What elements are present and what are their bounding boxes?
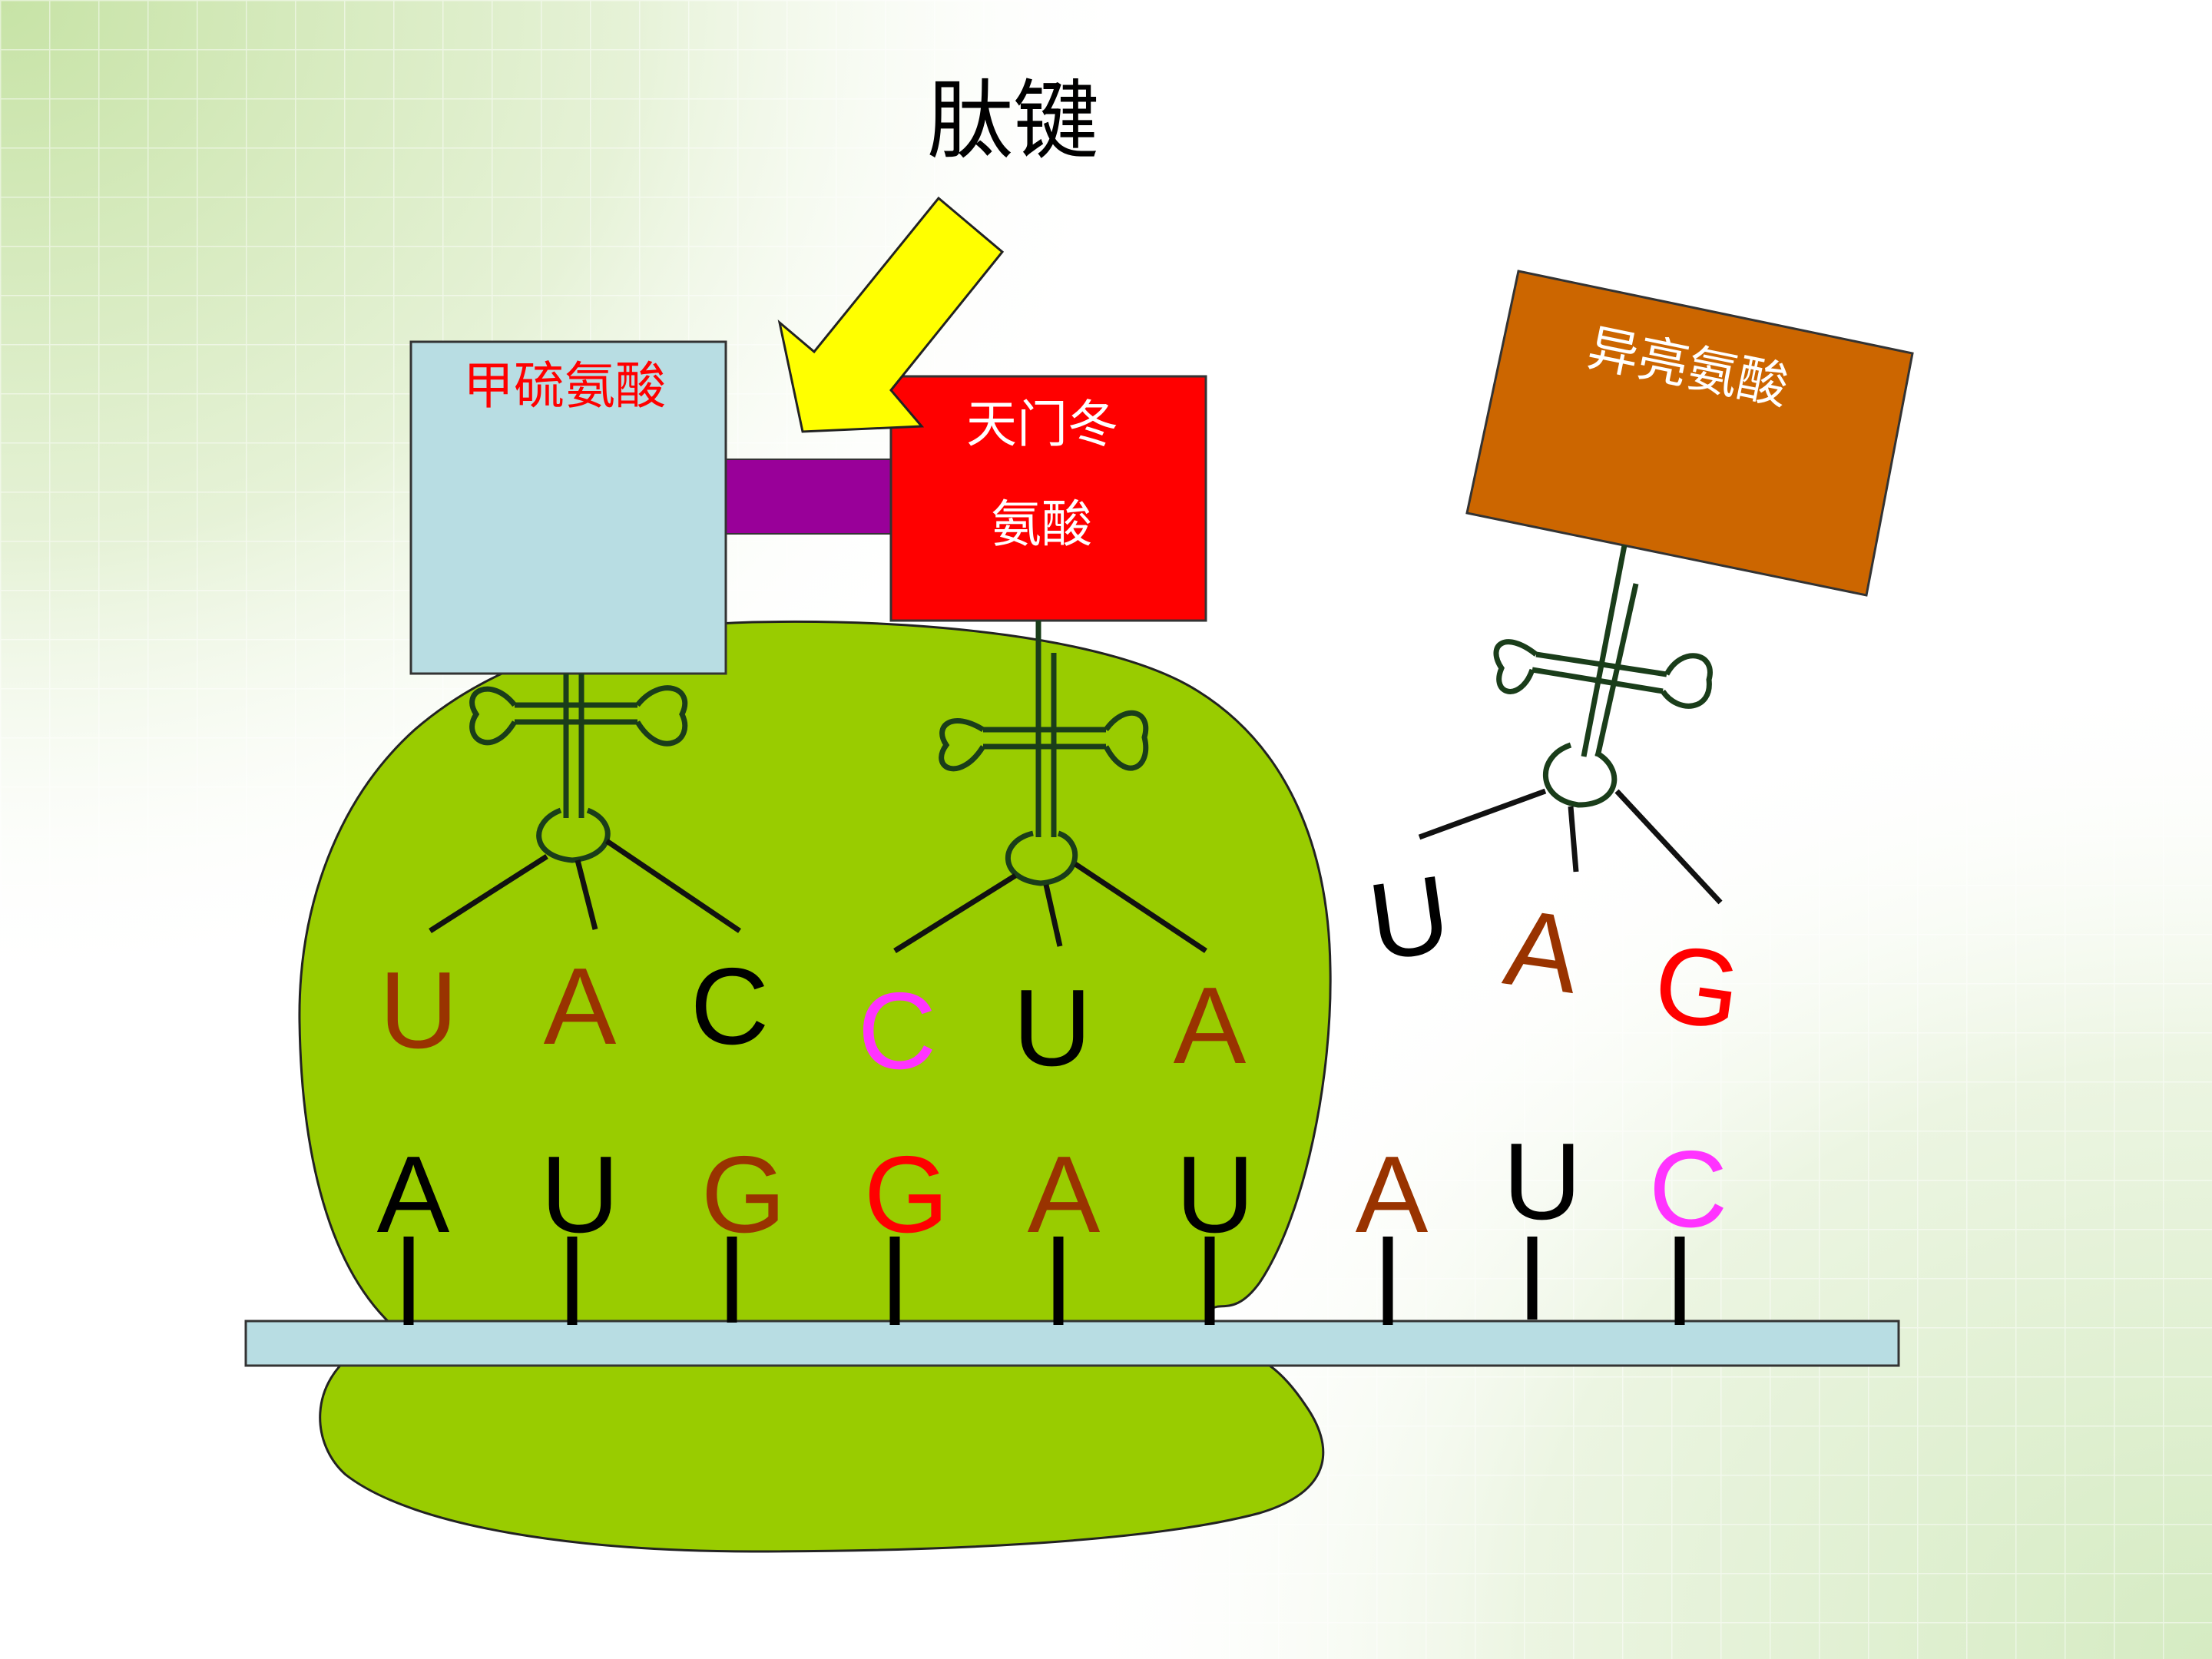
trna2-anticodon-1: C xyxy=(857,970,937,1092)
mrna-base-3: G xyxy=(700,1134,786,1256)
peptide-bond-bar xyxy=(721,459,893,535)
trna1-anticodon-3: C xyxy=(690,945,770,1068)
mrna-base-1: A xyxy=(376,1134,450,1256)
methionine-label: 甲硫氨酸 xyxy=(463,356,666,416)
trna2-anticodon-3: A xyxy=(1173,965,1247,1087)
isoleucine-box xyxy=(1465,270,1914,597)
trna1-anticodon-1: U xyxy=(379,949,459,1071)
methionine-box xyxy=(409,340,727,675)
aspartate-label-line2: 氨酸 xyxy=(991,495,1092,554)
trna1-anticodon-2: A xyxy=(543,945,617,1068)
mrna-base-8: U xyxy=(1502,1121,1582,1243)
mrna-base-5: A xyxy=(1027,1134,1101,1256)
trna-3-legs xyxy=(1418,788,1723,905)
mrna-base-7: A xyxy=(1355,1134,1429,1256)
trna-3 xyxy=(1493,545,1713,808)
mrna-base-4: G xyxy=(863,1134,949,1256)
ribosome-large-subunit xyxy=(298,620,1332,1370)
aspartate-box xyxy=(889,375,1207,622)
trna2-anticodon-2: U xyxy=(1012,967,1092,1089)
mrna-strand xyxy=(244,1320,1900,1367)
codon-ticks xyxy=(403,1237,1685,1325)
trna3-anticodon-1: U xyxy=(1362,852,1457,985)
trna-1 xyxy=(469,674,688,863)
trna3-anticodon-3: G xyxy=(1647,921,1748,1054)
trna-2-legs xyxy=(893,862,1207,953)
aspartate-label-line1: 天门冬 xyxy=(966,395,1118,454)
mrna-base-6: U xyxy=(1175,1134,1255,1256)
mrna-base-2: U xyxy=(540,1134,620,1256)
trna3-anticodon-2: A xyxy=(1498,886,1588,1017)
pointer-arrow xyxy=(777,196,1005,433)
mrna-base-9: C xyxy=(1648,1128,1728,1250)
peptide-bond-label: 肽键 xyxy=(927,71,1099,171)
trna-2 xyxy=(939,621,1149,886)
trna-1-legs xyxy=(429,839,741,933)
ribosome-small-subunit xyxy=(319,1346,1325,1553)
